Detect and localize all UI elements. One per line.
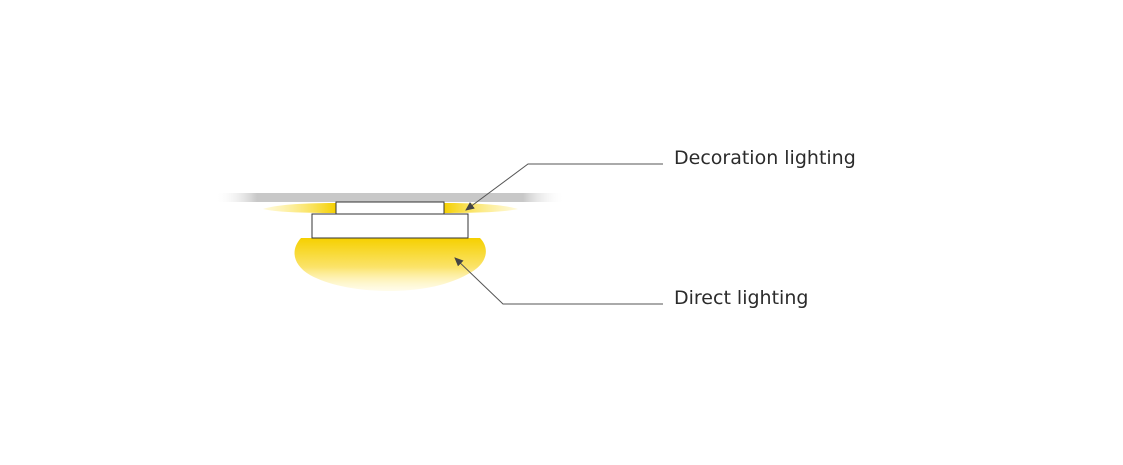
- direct-leader-line: [454, 257, 663, 305]
- decoration-leader-line: [465, 163, 663, 211]
- fixture-top-plate: [335, 201, 445, 215]
- fixture-body: [311, 213, 469, 239]
- decoration-light-left: [263, 203, 336, 213]
- decoration-lighting-label: Decoration lighting: [674, 147, 856, 169]
- ceiling-surface: [215, 193, 565, 202]
- direct-light-beam: [294, 238, 486, 291]
- direct-lighting-label: Direct lighting: [674, 287, 808, 309]
- decoration-light-right: [444, 203, 518, 213]
